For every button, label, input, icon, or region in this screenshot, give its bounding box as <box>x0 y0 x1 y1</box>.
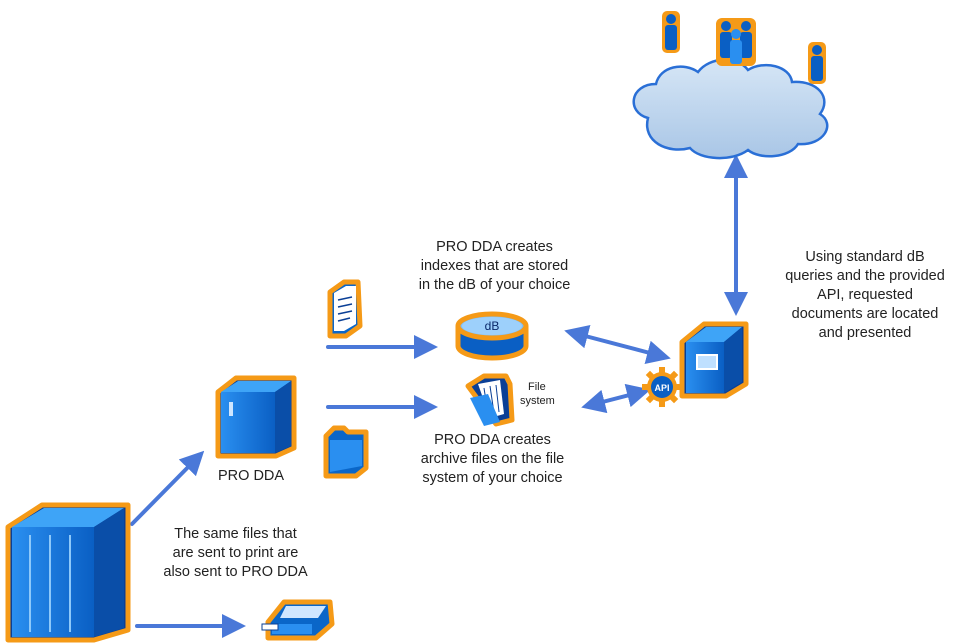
document-icon <box>327 279 363 339</box>
api-line: documents are located <box>791 306 939 322</box>
archive-description: PRO DDA creates archive files on the fil… <box>395 431 590 488</box>
user-icon <box>808 42 826 84</box>
indexes-description: PRO DDA creates indexes that are stored … <box>397 238 592 295</box>
arrow-file-system-to-api <box>581 383 651 414</box>
file-system-label: File system <box>520 380 555 408</box>
file-system-line: system <box>520 395 555 407</box>
printer-icon <box>261 599 335 641</box>
database-icon <box>455 311 529 361</box>
api-line: and presented <box>818 325 912 341</box>
api-line: queries and the provided <box>785 268 945 284</box>
folder-icon <box>323 425 369 479</box>
same-files-line: are sent to print are <box>172 545 299 561</box>
indexes-line: in the dB of your choice <box>418 277 571 293</box>
arrow-db-to-api-server <box>564 324 671 365</box>
source-server-icon <box>5 502 131 643</box>
api-description: Using standard dB queries and the provid… <box>770 248 960 343</box>
indexes-line: PRO DDA creates <box>436 239 553 255</box>
archive-line: system of your choice <box>422 470 563 486</box>
archive-line: PRO DDA creates <box>434 432 551 448</box>
api-line: API, requested <box>817 287 913 303</box>
db-label: dB <box>485 319 500 333</box>
indexes-line: indexes that are stored <box>420 258 569 274</box>
same-files-description: The same files that are sent to print ar… <box>143 525 328 582</box>
connectors <box>130 154 748 638</box>
file-system-line: File <box>528 381 546 393</box>
arrow-source-to-pro-dda <box>130 450 205 526</box>
pro-dda-label: PRO DDA <box>218 468 285 484</box>
api-server-icon <box>679 321 749 399</box>
file-system-icon <box>465 373 515 427</box>
api-gear-icon <box>642 367 682 407</box>
same-files-line: also sent to PRO DDA <box>163 564 308 580</box>
pro-dda-server-icon <box>215 375 297 459</box>
same-files-line: The same files that <box>174 526 297 542</box>
user-icon <box>662 11 680 53</box>
archive-line: archive files on the file <box>420 451 565 467</box>
api-label: API <box>654 383 669 393</box>
cloud-icon <box>632 58 829 160</box>
api-line: Using standard dB <box>805 249 925 265</box>
user-group-icon <box>716 18 756 66</box>
